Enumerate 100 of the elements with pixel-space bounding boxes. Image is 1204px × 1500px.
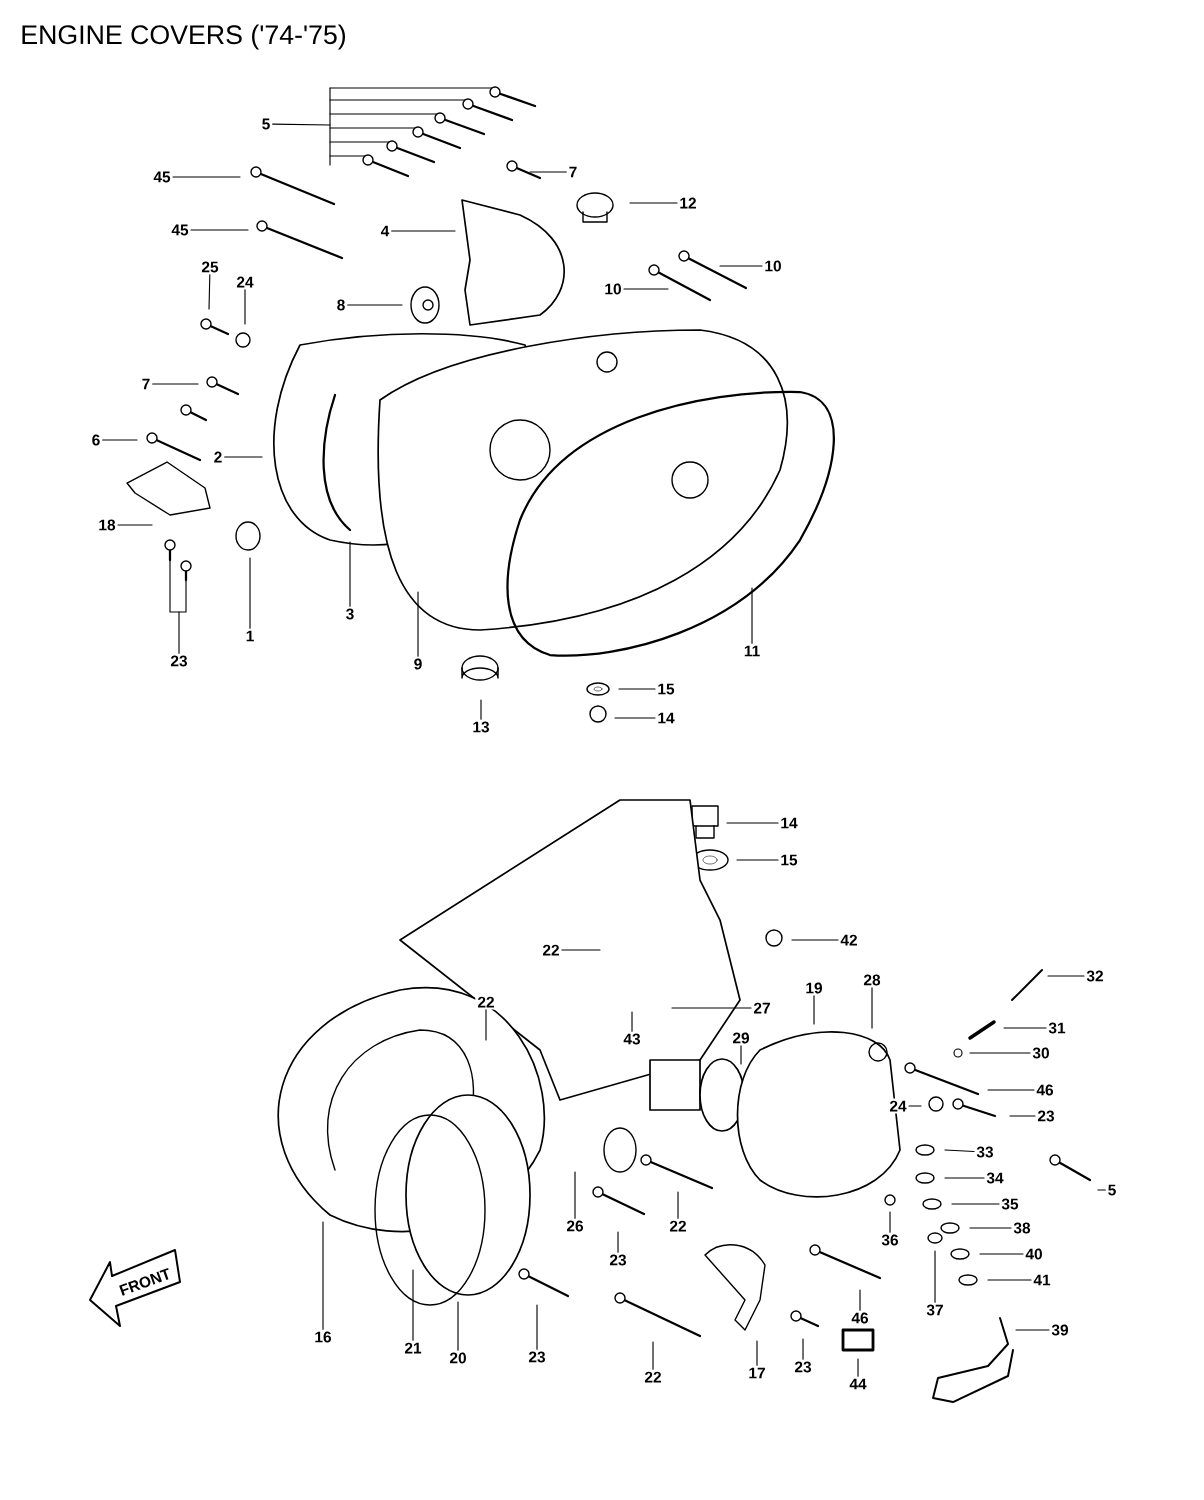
callout-number: 14: [778, 815, 800, 831]
callout-number: 6: [89, 432, 103, 448]
callout-number: 28: [861, 972, 883, 988]
leader-line: [719, 265, 763, 267]
callout-number: 35: [999, 1196, 1021, 1212]
callout-number: 24: [887, 1098, 909, 1114]
leader-line: [629, 202, 678, 204]
callout-number: 45: [169, 222, 191, 238]
leader-line: [969, 1227, 1012, 1229]
leader-line: [391, 230, 456, 232]
callout-number: 10: [602, 281, 624, 297]
leader-line: [871, 987, 873, 1029]
leader-line: [208, 274, 211, 310]
callout-number: 33: [974, 1144, 996, 1160]
leader-line: [889, 1211, 891, 1233]
callout-number: 26: [564, 1218, 586, 1234]
callout-number: 38: [1011, 1220, 1033, 1236]
leader-line: [652, 1341, 654, 1370]
callout-number: 46: [1034, 1082, 1056, 1098]
callout-number: 46: [849, 1310, 871, 1326]
leader-line: [272, 123, 331, 126]
leader-line: [249, 557, 251, 629]
callout-number: 14: [655, 710, 677, 726]
callout-number: 5: [1105, 1182, 1119, 1198]
leader-line: [623, 288, 669, 290]
leader-line: [813, 995, 815, 1025]
leader-line: [979, 1253, 1024, 1255]
callout-number: 23: [607, 1252, 629, 1268]
callout-number: 30: [1030, 1045, 1052, 1061]
callout-number: 23: [1035, 1108, 1057, 1124]
leader-line: [117, 524, 153, 526]
callout-number: 29: [730, 1030, 752, 1046]
leader-line: [529, 171, 567, 173]
callout-number: 40: [1023, 1246, 1045, 1262]
callout-number: 36: [879, 1232, 901, 1248]
leader-line: [349, 541, 351, 607]
callout-number: 39: [1049, 1322, 1071, 1338]
callout-number: 11: [741, 643, 763, 659]
callout-number: 27: [751, 1000, 773, 1016]
leader-line: [178, 611, 180, 654]
leader-line: [322, 1221, 324, 1330]
callout-number: 8: [334, 297, 348, 313]
leader-line: [412, 1269, 414, 1341]
leader-line: [987, 1279, 1032, 1281]
leader-line: [934, 1250, 936, 1303]
callout-number: 5: [259, 116, 273, 132]
leader-line: [944, 1149, 975, 1152]
callout-number: 22: [667, 1218, 689, 1234]
callout-number: 42: [838, 932, 860, 948]
leader-line: [1047, 975, 1085, 977]
callout-number: 25: [199, 259, 221, 275]
callout-number: 32: [1084, 968, 1106, 984]
leader-line: [618, 688, 656, 690]
leader-line: [736, 859, 779, 861]
callout-number: 3: [343, 606, 357, 622]
leader-line: [152, 383, 199, 385]
leader-line: [740, 1045, 742, 1065]
callout-number: 20: [447, 1350, 469, 1366]
leader-line: [485, 1009, 487, 1041]
callout-number: 13: [470, 719, 492, 735]
leader-line: [677, 1191, 679, 1219]
callout-number: 23: [526, 1349, 548, 1365]
leader-line: [751, 587, 753, 644]
leader-line: [951, 1203, 1000, 1205]
callout-number: 34: [984, 1170, 1006, 1186]
callout-number: 24: [234, 274, 256, 290]
leader-line: [802, 1338, 804, 1360]
callout-number: 44: [847, 1376, 869, 1392]
leader-line: [617, 1231, 619, 1253]
leader-line: [857, 1358, 859, 1377]
leader-line: [1003, 1027, 1047, 1029]
callout-number: 15: [655, 681, 677, 697]
leader-line: [908, 1105, 922, 1107]
callout-number: 12: [677, 195, 699, 211]
callout-number: 9: [411, 656, 425, 672]
leader-line: [574, 1171, 576, 1219]
leader-line: [190, 229, 249, 231]
callout-number: 22: [642, 1369, 664, 1385]
title: ENGINE COVERS ('74-'75): [22, 24, 346, 50]
leader-line: [944, 1177, 985, 1179]
leader-line: [969, 1052, 1031, 1054]
leader-line: [417, 591, 419, 657]
leader-line: [457, 1301, 459, 1351]
callout-number: 41: [1031, 1272, 1053, 1288]
leader-line: [536, 1304, 538, 1350]
leader-line: [347, 304, 403, 306]
callout-number: 4: [378, 223, 392, 239]
callout-number: 16: [312, 1329, 334, 1345]
leader-line: [172, 176, 241, 178]
callout-number: 10: [762, 258, 784, 274]
callout-number: 7: [139, 376, 153, 392]
leader-line: [102, 439, 138, 441]
leader-line: [987, 1089, 1035, 1091]
callout-number: 37: [924, 1302, 946, 1318]
callout-number: 23: [792, 1359, 814, 1375]
leader-line: [614, 717, 656, 719]
callout-number: 2: [211, 449, 225, 465]
callout-number: 15: [778, 852, 800, 868]
leader-line: [631, 1011, 633, 1032]
callout-number: 21: [402, 1340, 424, 1356]
